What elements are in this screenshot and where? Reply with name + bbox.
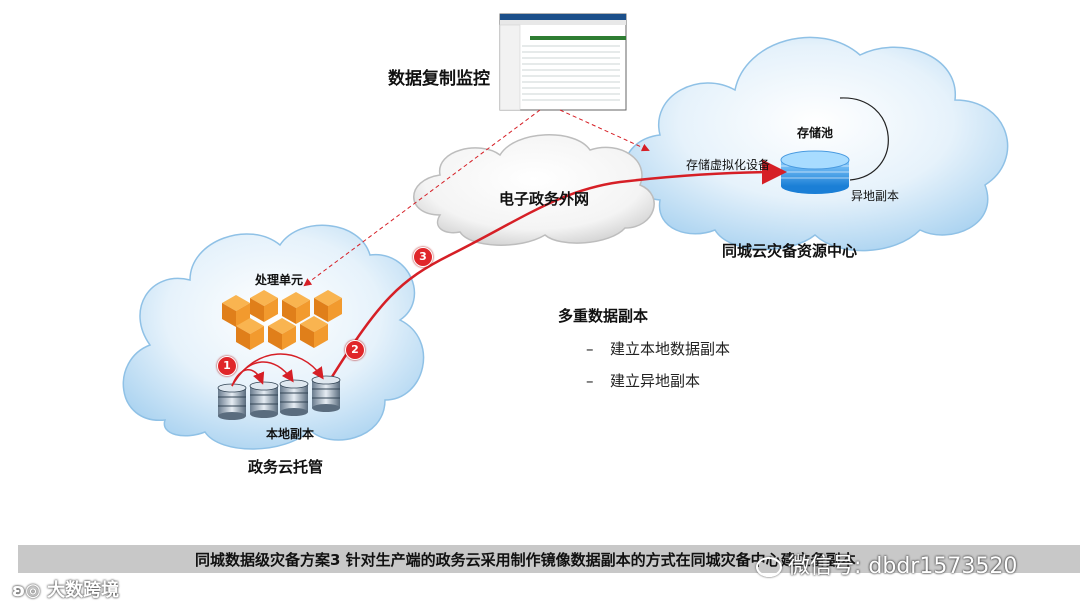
remote-replica-label: 异地副本 <box>851 189 900 203</box>
step-badge-1: 1 <box>217 356 237 376</box>
datacenter-cloud <box>623 36 1009 252</box>
local-replica-label: 本地副本 <box>266 427 315 441</box>
datacenter-title: 同城云灾备资源中心 <box>722 242 858 260</box>
step-badge-3: 3 <box>413 247 433 267</box>
monitoring-window <box>499 13 627 111</box>
replication-arrow <box>328 159 787 381</box>
storage-pool-arc <box>839 97 889 181</box>
watermark-logo-icon: ʚ◎ <box>12 580 48 601</box>
processing-unit-boxes <box>222 290 342 350</box>
hosted-title: 政务云托管 <box>248 458 324 476</box>
caption-bar <box>18 545 1080 573</box>
watermark-left: ʚ◎ 大数跨境 <box>12 576 119 602</box>
bullet-text: 建立本地数据副本 <box>610 340 731 358</box>
monitor-to-datacenter-dashed <box>559 109 650 152</box>
caption-text: 同城数据级灾备方案3 针对生产端的政务云采用制作镜像数据副本的方式在同城灾备中心… <box>195 551 856 569</box>
watermark-left-text: 大数跨境 <box>47 580 120 601</box>
storage-virtualization-label: 存储虚拟化设备 <box>686 158 771 172</box>
bullet-text: 建立异地副本 <box>610 372 701 390</box>
step-badge-2: 2 <box>345 340 365 360</box>
watermark-right: 微信号: dbdr1573520 <box>756 548 1017 580</box>
processing-unit-label: 处理单元 <box>255 273 304 287</box>
extranet-label: 电子政务外网 <box>499 190 590 208</box>
wechat-icon <box>756 557 782 577</box>
bullet-remote-replica: –建立异地副本 <box>586 372 701 390</box>
disk-stack-icon <box>780 150 850 194</box>
storage-pool-label: 存储池 <box>797 126 834 140</box>
bullet-local-replica: –建立本地数据副本 <box>586 340 731 358</box>
local-replication-arcs <box>231 353 324 387</box>
multi-replica-title: 多重数据副本 <box>558 307 649 325</box>
monitor-title: 数据复制监控 <box>388 69 490 89</box>
extranet-cloud <box>413 134 655 246</box>
watermark-right-text: 微信号: dbdr1573520 <box>788 554 1018 579</box>
local-database-icons <box>217 375 341 420</box>
